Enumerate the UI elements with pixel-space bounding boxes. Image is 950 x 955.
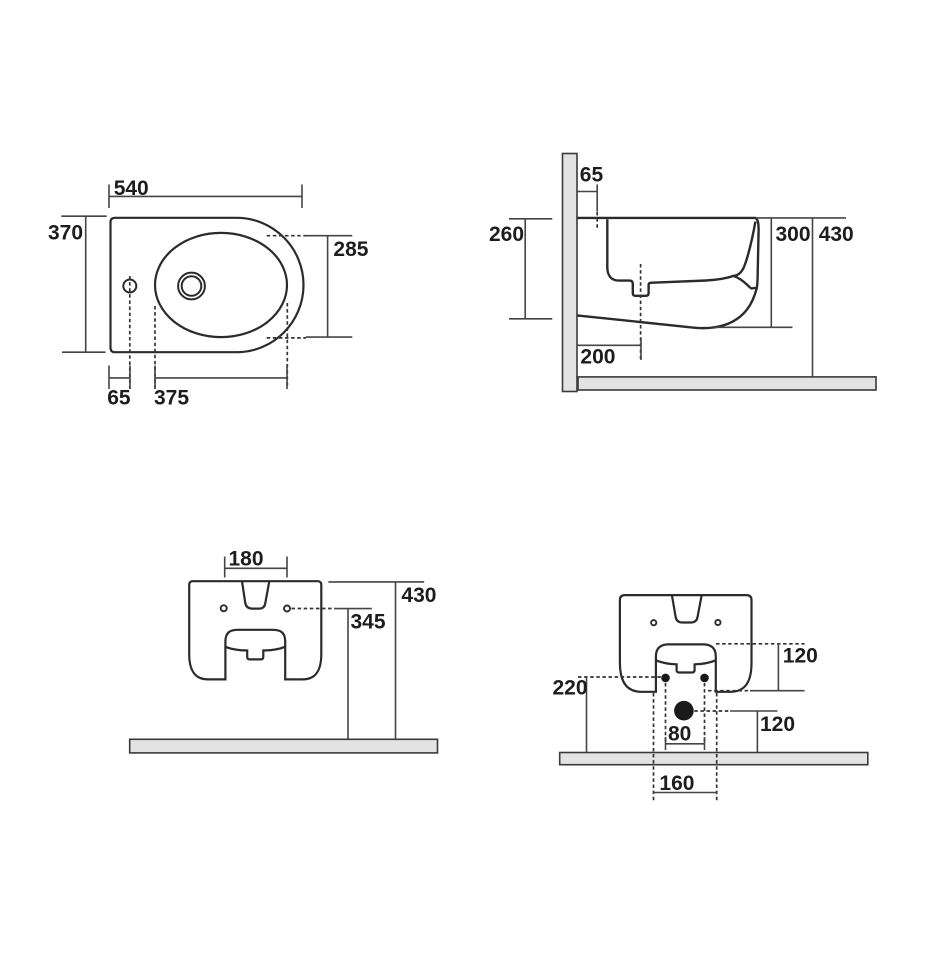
svg-text:160: 160 — [659, 772, 694, 795]
svg-text:300: 300 — [776, 223, 811, 246]
svg-text:260: 260 — [489, 223, 524, 246]
svg-text:200: 200 — [580, 346, 615, 369]
svg-text:65: 65 — [107, 387, 131, 410]
svg-text:220: 220 — [553, 677, 588, 700]
svg-text:285: 285 — [333, 238, 368, 261]
svg-text:345: 345 — [351, 611, 386, 634]
svg-text:180: 180 — [229, 548, 264, 571]
svg-text:375: 375 — [154, 387, 189, 410]
svg-text:540: 540 — [114, 177, 149, 200]
svg-text:430: 430 — [819, 223, 854, 246]
svg-text:120: 120 — [783, 645, 818, 668]
svg-text:80: 80 — [668, 722, 691, 745]
svg-text:65: 65 — [580, 164, 604, 187]
svg-text:120: 120 — [760, 713, 795, 736]
svg-text:430: 430 — [401, 584, 436, 607]
svg-text:370: 370 — [48, 222, 83, 245]
